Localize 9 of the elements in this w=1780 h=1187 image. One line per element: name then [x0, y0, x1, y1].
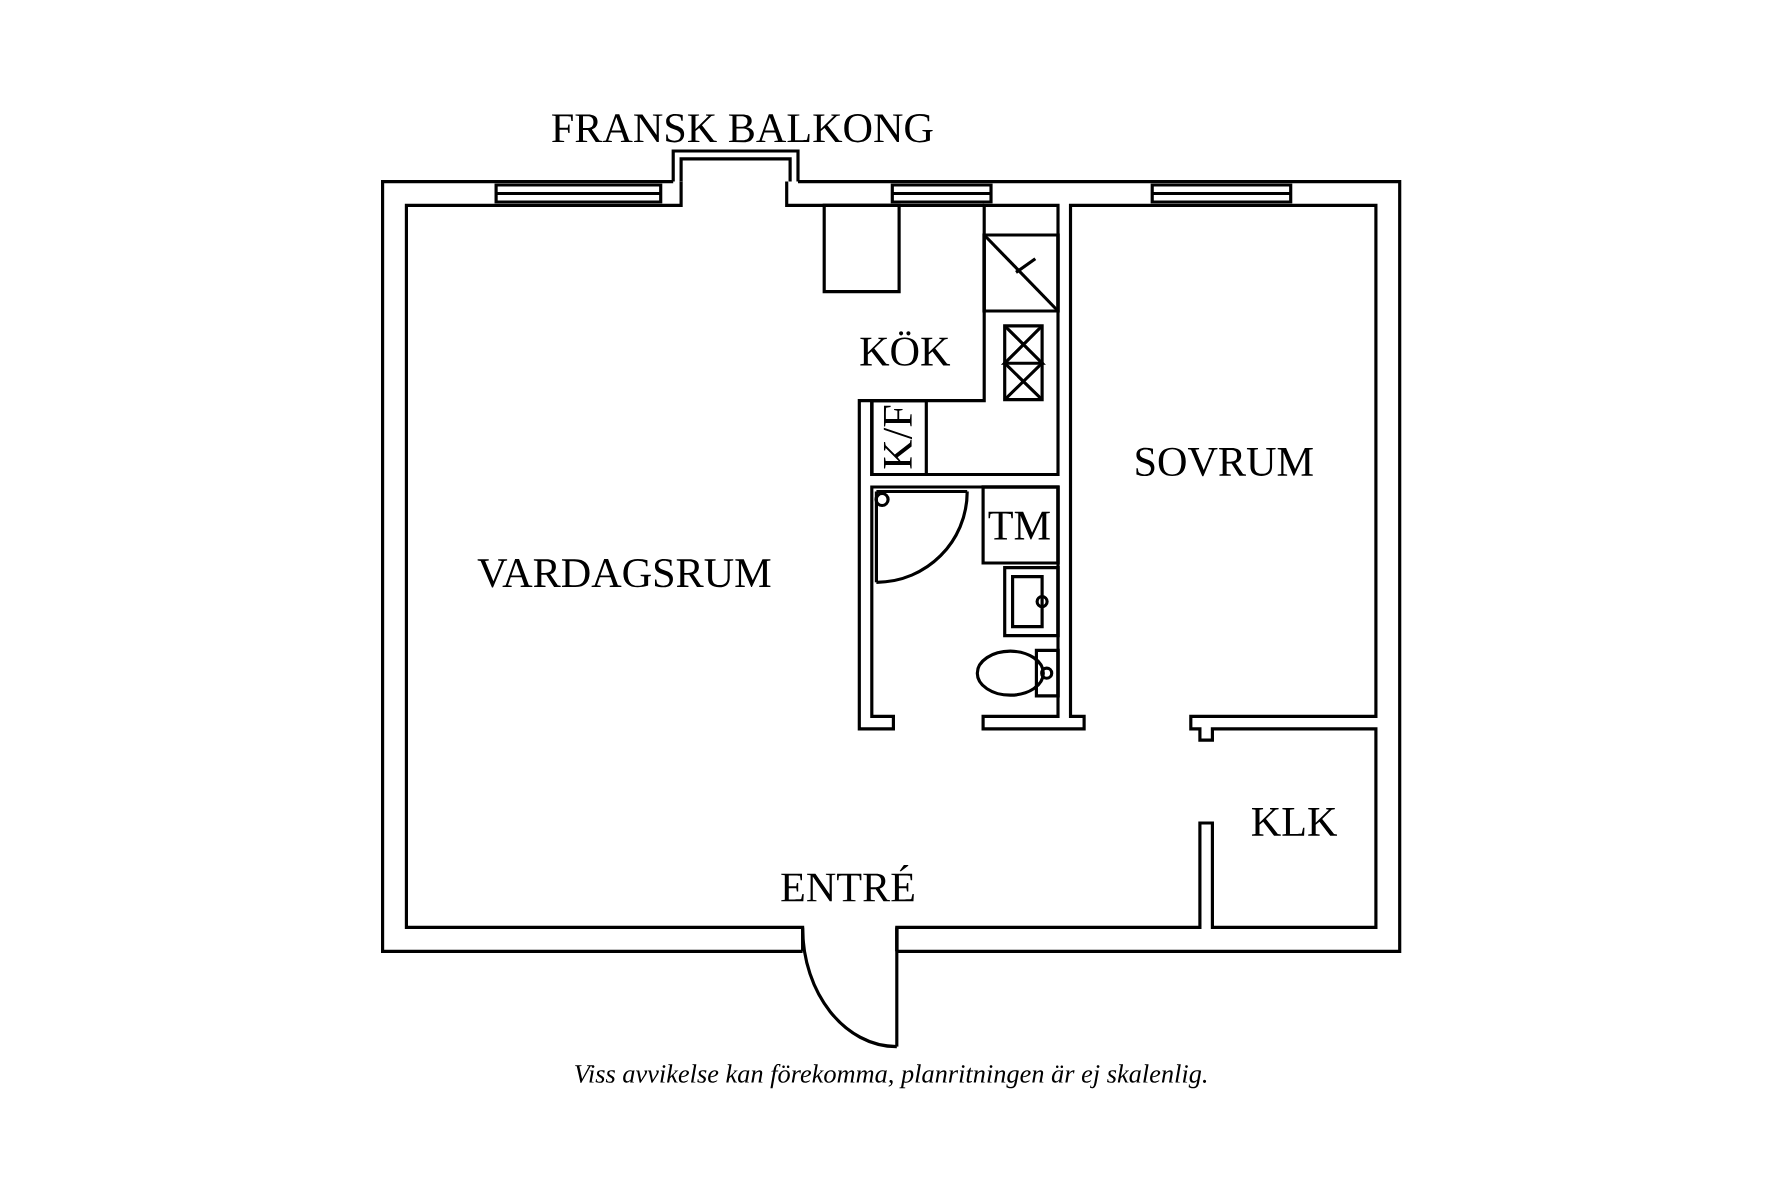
room-label: FRANSK BALKONG [552, 113, 933, 143]
room-label: TM [988, 511, 1050, 540]
room-label: KÖK [860, 331, 951, 366]
room-label: ENTRÉ [781, 864, 914, 902]
caption: Viss avvikelse kan förekomma, planritningen är ej skalenlig. [575, 1063, 1207, 1088]
room-label: VARDAGSRUM [477, 558, 771, 588]
room-label: SOVRUM [1136, 447, 1313, 477]
room-label: KLK [1252, 807, 1338, 836]
room-label: K/F [883, 405, 912, 469]
